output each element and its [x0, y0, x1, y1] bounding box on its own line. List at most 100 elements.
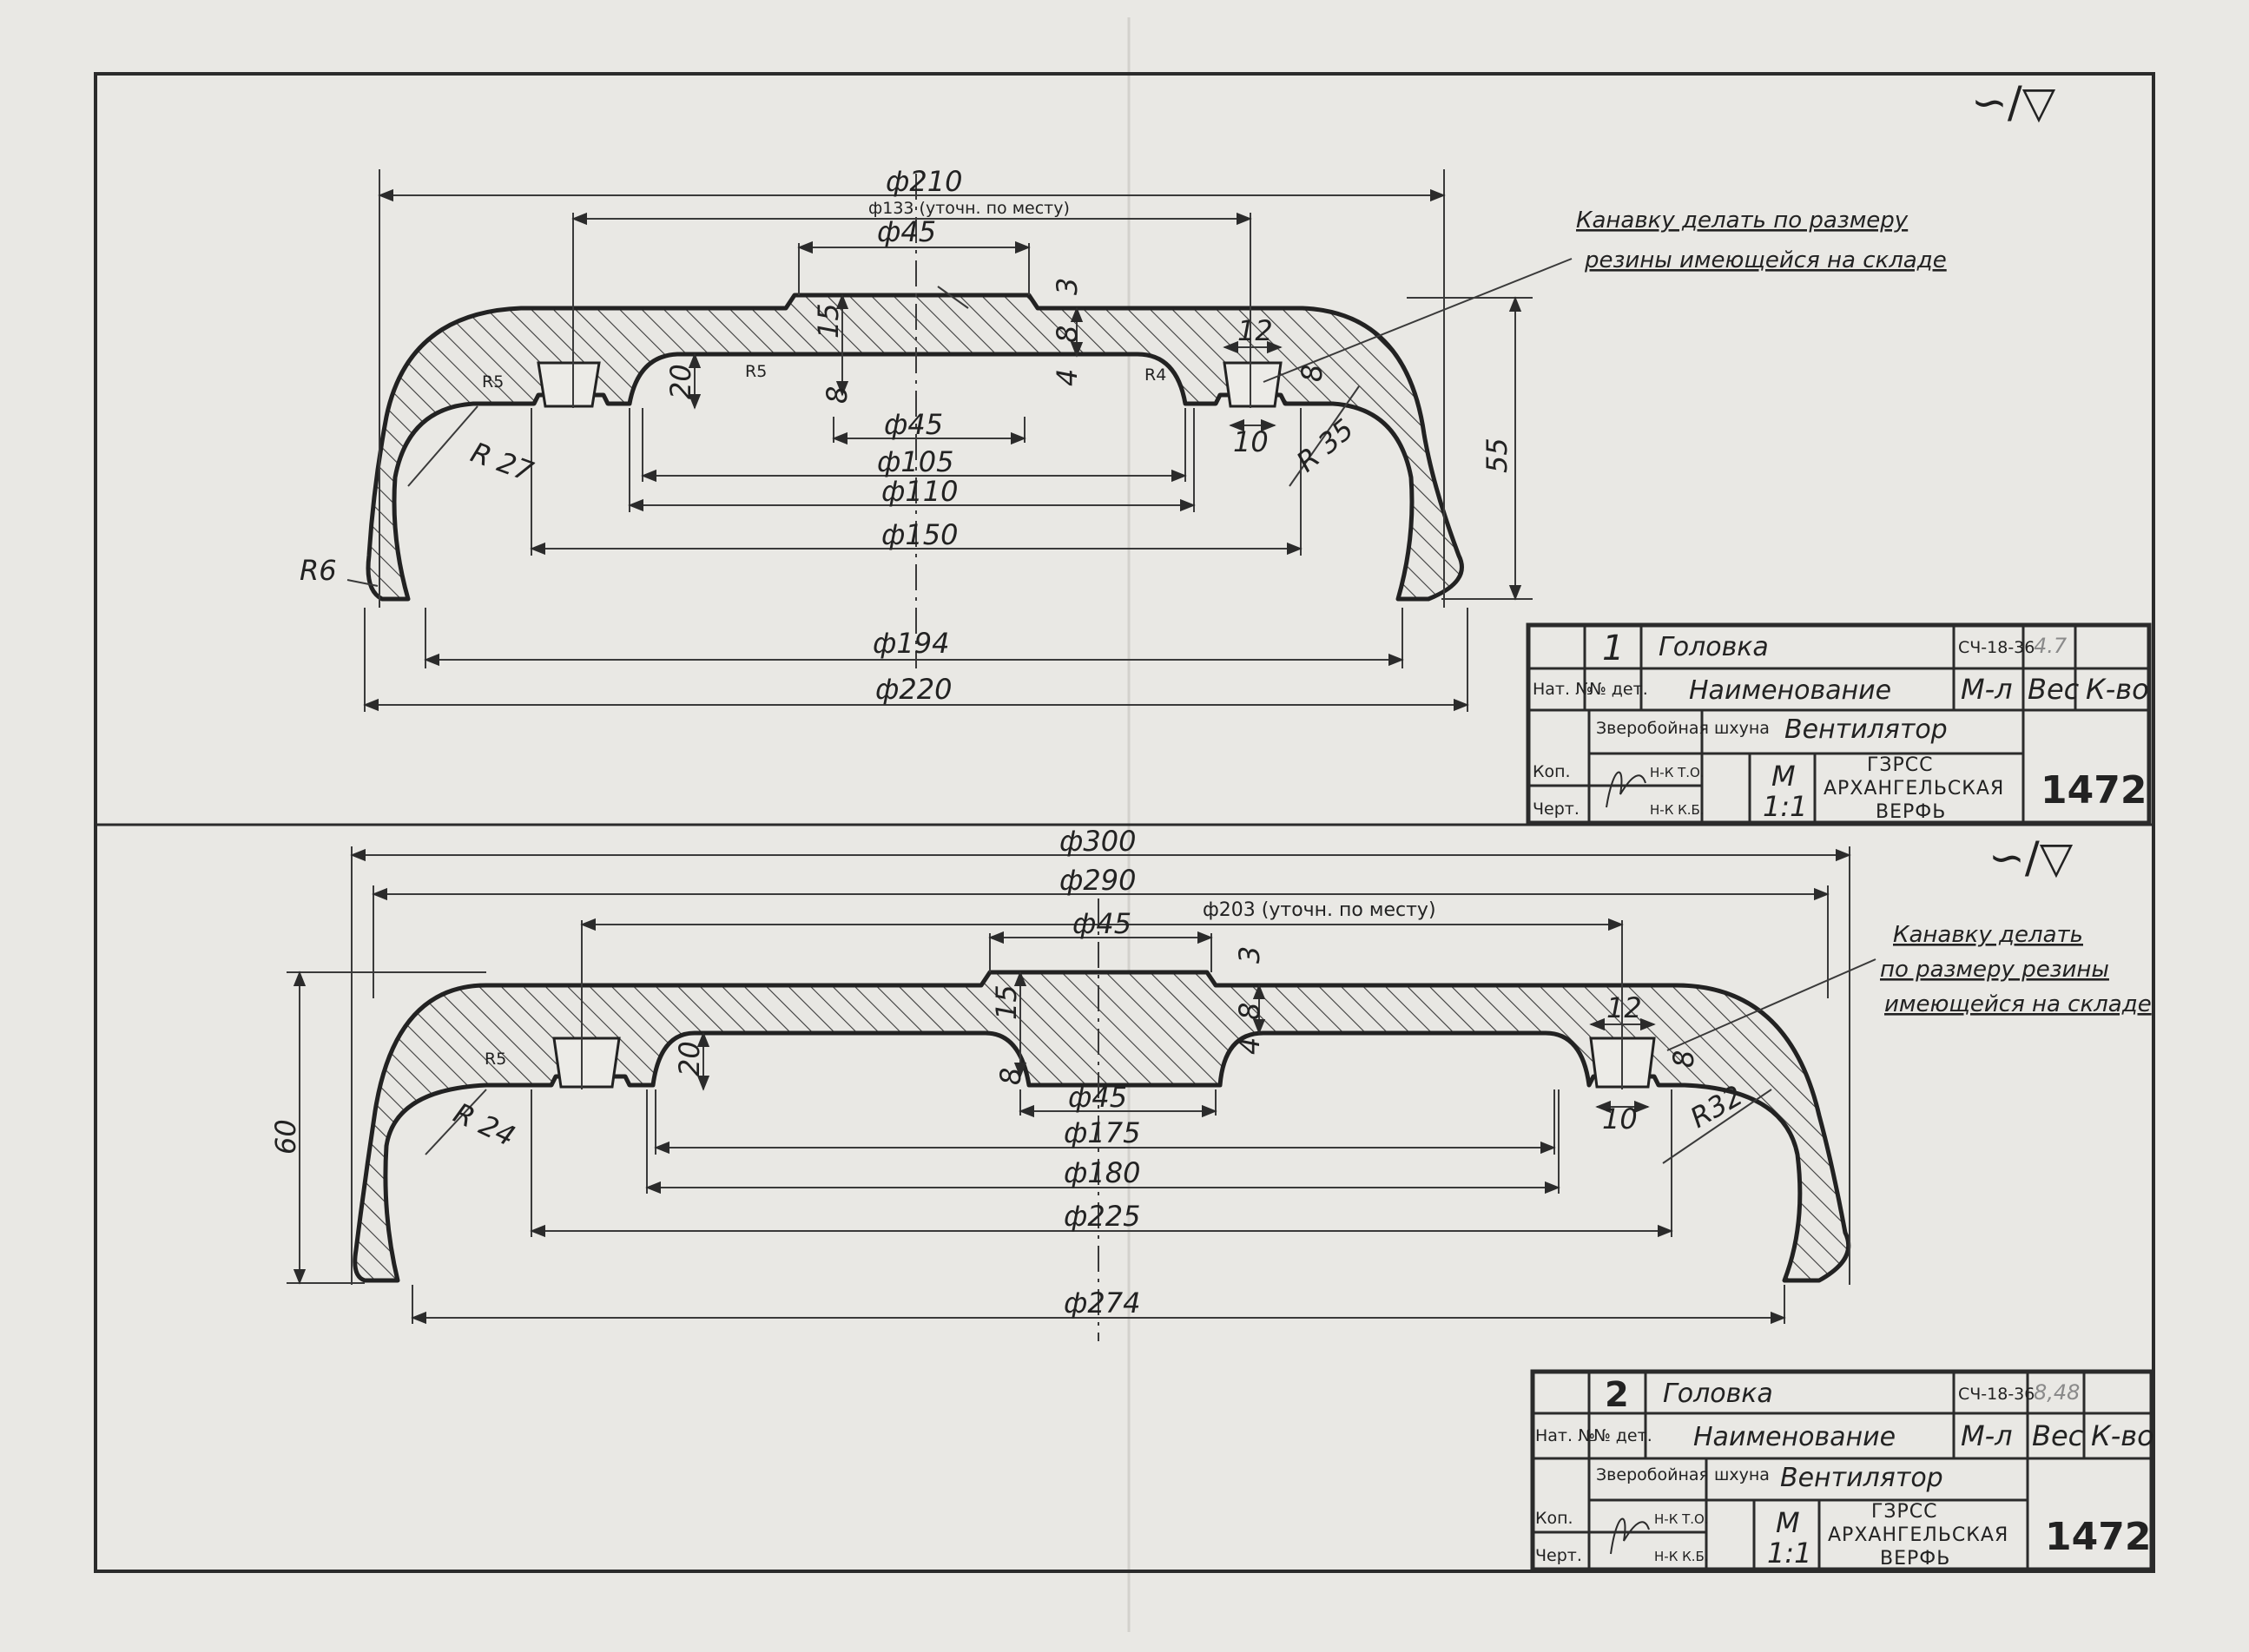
dim1-d45-top: ф45	[877, 215, 936, 248]
tb1-scale-m: М	[1771, 760, 1796, 793]
tb1-org2: АРХАНГЕЛЬСКАЯ	[1824, 778, 2004, 800]
tb1-org3: ВЕРФЬ	[1876, 801, 1946, 823]
tb2-scale: 1:1	[1767, 1537, 1812, 1570]
tb2-hdr-det: № дет.	[1593, 1426, 1652, 1445]
dim2-h3: 3	[1233, 946, 1266, 964]
dim2-h8b: 8	[1233, 1003, 1266, 1020]
dim2-d274: ф274	[1064, 1287, 1140, 1320]
dim2-h15: 15	[990, 984, 1023, 1020]
tb1-hdr-pos: Нат. №	[1533, 680, 1593, 699]
dim1-h55: 55	[1481, 438, 1514, 473]
tb2-scale-m: М	[1776, 1506, 1800, 1539]
dim1-w12: 12	[1237, 314, 1273, 347]
tb1-signature	[1606, 771, 1646, 808]
tb1-material: СЧ-18-36	[1958, 638, 2035, 657]
tb2-org2: АРХАНГЕЛЬСКАЯ	[1828, 1524, 2008, 1546]
dim1-h8c: 8	[1296, 365, 1329, 382]
note2-line1: Канавку делать	[1893, 922, 2083, 948]
dim1-d45-bot: ф45	[884, 408, 943, 441]
dim1-d150: ф150	[881, 518, 958, 551]
tb1-hdr-mat: М-л	[1961, 673, 2013, 706]
tb2-org1: ГЗРСС	[1871, 1501, 1938, 1523]
dim2-d203: ф203 (уточн. по месту)	[1203, 899, 1436, 921]
tb1-nk-kb: Н-К К.Б.	[1650, 802, 1705, 818]
dim2-h4: 4	[1233, 1037, 1266, 1055]
note2-line2: по размеру резины	[1880, 957, 2109, 983]
tb2-hdr-qty: К-во	[2091, 1419, 2154, 1452]
surface-finish-mark-2: ∽/▽	[1988, 833, 2074, 883]
tb1-position: 1	[1602, 629, 1624, 668]
tb2-position: 2	[1605, 1375, 1629, 1415]
drawing-1: ∽/▽	[300, 77, 2152, 826]
dim2-w12: 12	[1606, 991, 1642, 1024]
tb2-vessel: Зверобойная шхуна	[1596, 1465, 1770, 1484]
dim2-r5: R5	[485, 1050, 506, 1069]
tb2-weight: 8,48	[2034, 1380, 2080, 1405]
tb1-nk-to: Н-К Т.О.	[1650, 765, 1705, 780]
tb2-name: Головка	[1663, 1379, 1773, 1409]
dim2-d290: ф290	[1059, 864, 1136, 897]
note1-line2: резины имеющейся на складе	[1584, 247, 1947, 273]
tb1-hdr-qty: К-во	[2086, 673, 2149, 706]
dim1-h3: 3	[1051, 278, 1084, 295]
drawing-2: ∽/▽	[269, 825, 2154, 1572]
groove-2-left	[552, 1037, 621, 1089]
dim1-d210: ф210	[886, 165, 962, 198]
groove-1-left	[537, 361, 601, 408]
title-block-2: 2 Головка СЧ-18-36 8,48 Нат. № № дет. На…	[1530, 1369, 2154, 1572]
note2-line3: имеющейся на складе	[1884, 991, 2152, 1017]
tb1-hdr-weight: Вес	[2028, 673, 2080, 706]
tb1-weight: 4.7	[2034, 634, 2068, 658]
dim2-h60: 60	[269, 1119, 302, 1155]
dim2-h8a: 8	[994, 1068, 1027, 1085]
dim1-r5a: R5	[482, 372, 504, 392]
tb2-hdr-weight: Вес	[2032, 1419, 2084, 1452]
tb2-hdr-mat: М-л	[1961, 1419, 2013, 1452]
dim2-w10: 10	[1602, 1102, 1638, 1135]
dim1-h8b: 8	[1051, 326, 1084, 343]
dim1-h15: 15	[812, 303, 845, 339]
section-1-body	[366, 293, 1464, 602]
groove-1-right	[1223, 361, 1283, 408]
tb1-assembly: Вентилятор	[1784, 714, 1948, 745]
tb2-assembly: Вентилятор	[1780, 1463, 1943, 1493]
tb2-signature	[1610, 1517, 1650, 1555]
tb1-name: Головка	[1659, 632, 1769, 662]
dim1-r5b: R5	[745, 362, 767, 381]
dim2-h8c: 8	[1667, 1050, 1700, 1068]
dim1-d220: ф220	[875, 673, 952, 706]
dim1-d194: ф194	[873, 627, 949, 660]
dim2-d45-top: ф45	[1072, 907, 1131, 940]
tb1-hdr-name: Наименование	[1689, 675, 1891, 706]
dim2-h20: 20	[673, 1041, 706, 1076]
dim1-d105: ф105	[877, 445, 953, 478]
tb2-org3: ВЕРФЬ	[1880, 1548, 1950, 1570]
tb1-hdr-det: № дет.	[1589, 680, 1648, 699]
dim1-h8a: 8	[821, 386, 854, 404]
tb2-hdr-pos: Нат. №	[1535, 1426, 1595, 1445]
tb2-doc-number: 1472	[2045, 1515, 2151, 1559]
tb2-nk-kb: Н-К К.Б.	[1654, 1549, 1709, 1564]
note1-line1: Канавку делать по размеру	[1576, 207, 1909, 234]
dim2-d175: ф175	[1064, 1116, 1140, 1149]
dim1-r6: R6	[300, 554, 337, 587]
tb1-vessel: Зверобойная шхуна	[1596, 719, 1770, 738]
tb1-row-chert: Черт.	[1533, 800, 1580, 819]
tb1-org1: ГЗРСС	[1867, 754, 1934, 776]
dim2-d225: ф225	[1064, 1200, 1140, 1233]
tb2-hdr-name: Наименование	[1693, 1422, 1896, 1452]
tb2-row-chert: Черт.	[1535, 1546, 1582, 1565]
dims-2	[287, 846, 1876, 1325]
dim1-d110: ф110	[881, 475, 958, 508]
dim1-h20: 20	[664, 364, 697, 399]
dim1-h4: 4	[1051, 369, 1084, 386]
dim1-d133: ф133 (уточн. по месту)	[868, 199, 1070, 218]
tb2-material: СЧ-18-36	[1958, 1385, 2035, 1404]
dim1-w10: 10	[1233, 425, 1269, 458]
tb1-row-kop: Коп.	[1533, 762, 1571, 781]
dim2-d300: ф300	[1059, 825, 1136, 858]
tb2-row-kop: Коп.	[1535, 1509, 1573, 1528]
tb1-doc-number: 1472	[2041, 768, 2147, 813]
tb1-scale: 1:1	[1763, 790, 1808, 823]
